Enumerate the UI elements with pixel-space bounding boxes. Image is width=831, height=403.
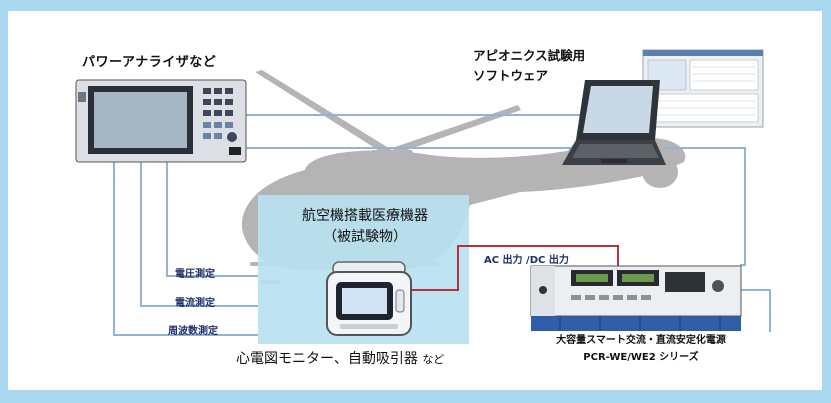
voltage-measure-label: 電圧測定 bbox=[175, 269, 215, 280]
device-label: 航空機搭載医療機器 （被試験物） bbox=[280, 206, 450, 248]
power-supply-label: 大容量スマート交流・直流安定化電源 PCR-WE/WE2 シリーズ bbox=[521, 332, 761, 366]
frame-left bbox=[0, 0, 8, 403]
measurement-wires bbox=[113, 114, 771, 336]
examples-label-suffix: など bbox=[422, 353, 445, 366]
power-analyzer-icon bbox=[75, 79, 247, 163]
output-label: AC 出力 /DC 出力 bbox=[484, 255, 569, 266]
laptop-icon bbox=[562, 80, 666, 165]
software-label-line1: アピオニクス試験用 bbox=[473, 48, 586, 63]
power-supply-label-line2: PCR-WE/WE2 シリーズ bbox=[583, 352, 699, 363]
power-analyzer-label: パワーアナライザなど bbox=[82, 55, 217, 70]
medical-monitor-icon bbox=[326, 261, 412, 336]
output-wire bbox=[410, 245, 619, 291]
software-label: アピオニクス試験用 ソフトウェア bbox=[473, 46, 585, 86]
power-supply-label-line1: 大容量スマート交流・直流安定化電源 bbox=[556, 335, 726, 346]
frame-top bbox=[0, 0, 831, 11]
frequency-measure-label: 周波数測定 bbox=[168, 326, 218, 337]
device-label-line2: （被試験物） bbox=[323, 229, 407, 245]
examples-label-main: 心電図モニター、自動吸引器 bbox=[236, 351, 418, 367]
device-label-line1: 航空機搭載医療機器 bbox=[302, 208, 428, 224]
current-measure-label: 電流測定 bbox=[175, 298, 215, 309]
examples-label: 心電図モニター、自動吸引器 など bbox=[236, 348, 444, 368]
frame-bottom bbox=[0, 390, 831, 403]
power-supply-icon bbox=[530, 265, 742, 331]
software-label-line2: ソフトウェア bbox=[473, 68, 549, 83]
frame-right bbox=[822, 0, 831, 403]
software-window-icon bbox=[642, 49, 764, 128]
